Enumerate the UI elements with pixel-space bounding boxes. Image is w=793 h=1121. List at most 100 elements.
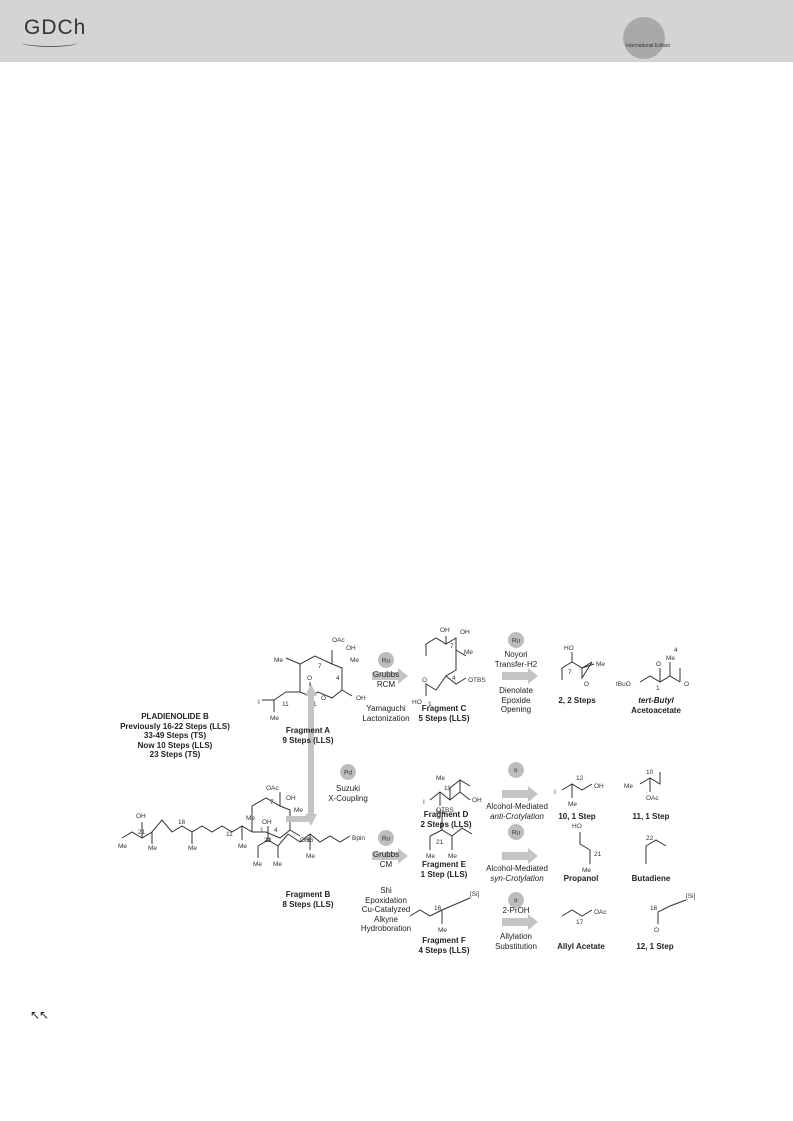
sm12-n16: 16 [650,905,658,912]
fa-oh: OH [346,645,356,652]
arrow-d-to-sm-shaft [502,790,528,798]
tb-o2: O [684,681,689,688]
catalyst-pd-label: Pd [344,770,352,777]
fa-me: Me [350,657,359,664]
sm-allyl-acetate-label: Allyl Acetate [557,942,605,951]
arrow-e-to-sm-shaft [502,852,528,860]
fc-o: O [422,677,427,684]
fc-me: Me [464,649,473,656]
fragment-e-label: Fragment E 1 Step (LLS) [414,860,474,879]
arrow-f-to-sm-shaft [502,918,528,926]
fragment-c-steps: 5 Steps (LLS) [418,713,470,723]
fc-oh2: OH [460,629,470,636]
step-shi-5: Hydroboration [360,924,412,933]
fd-me2: Me [436,775,445,782]
fe-me2: Me [448,853,457,860]
fc-n1: 1 [428,701,432,708]
target-prev-lls: Previously 16-22 Steps (LLS) [120,721,230,731]
step-yamaguchi: Yamaguchi Lactonization [358,704,414,723]
arrow-e-to-sm-head [528,848,538,864]
sm11-oac: OAc [646,795,659,802]
fe-me: Me [426,853,435,860]
fc-n7: 7 [450,643,454,650]
arrow-c-to-sm-head [528,668,538,684]
logo-swoosh [22,38,78,47]
disconnection-arrows [286,668,538,930]
fragment-d-name: Fragment D [423,810,469,819]
ff-si: [Si] [470,891,480,898]
catalyst-ru-1-label: Ru [382,658,391,665]
fc-n4: 4 [452,675,456,682]
catalyst-ru-4-label: Ru [512,830,521,837]
step-grubbs-rcm-2: RCM [376,679,396,689]
arrow-b-to-e-head [398,848,408,864]
tb-me: Me [666,655,675,662]
pb-oh3: OH [300,837,310,844]
step-allylation: Allylation Substitution [490,932,542,951]
step-grubbs-cm: Grubbs CM [362,850,410,869]
catalyst-ru-1: Ru [378,652,394,668]
arrow-a-to-c-shaft [372,672,398,680]
sm-10-structure: I OH Me 12 [554,775,604,808]
step-dienolate-1: Dienolate [499,686,533,695]
edition-badge-circle [623,17,665,59]
pb-me: Me [118,843,127,850]
fa-n1: 1 [313,701,317,708]
sm-11-structure: Me OAc 10 [624,769,661,802]
fragment-c-name: Fragment C [421,704,467,713]
sm-2-label: 2, 2 Steps [558,696,596,705]
target-now-ts: 23 Steps (TS) [149,750,201,759]
pb-oh: OH [136,813,146,820]
fc-ho: HO [412,699,422,706]
back-navigation-icon[interactable]: ↖↖ [30,1008,49,1022]
pb-me2: Me [148,845,157,852]
sm10-n12: 12 [576,775,584,782]
pb-n11: 11 [226,831,233,838]
ff-n16: 16 [434,905,442,912]
pb-n4: 4 [274,827,278,834]
step-dienolate-2: Epoxide [501,695,531,705]
sm-10-label: 10, 1 Step [558,812,596,821]
sm11-me: Me [624,783,633,790]
fragment-d-steps: 2 Steps (LLS) [420,819,472,829]
fragment-c-label: Fragment C 5 Steps (LLS) [414,704,474,723]
fragment-f-name: Fragment F [422,936,466,945]
fd-me: Me [436,809,445,816]
step-syn-crotyl-2: syn-Crotylation [490,873,544,883]
fa-oh2: OH [356,695,366,702]
fragment-d-structure: I Me OH Me 11 [423,775,482,816]
logo-text: GDCh [24,16,87,39]
vertical-arrow-head-up [305,684,317,696]
step-yamaguchi-1: Yamaguchi [366,704,406,713]
sm10-i: I [554,789,556,796]
step-grubbs-rcm-1: Grubbs [372,670,400,679]
fragment-d-label: Fragment D 2 Steps (LLS) [416,810,476,829]
step-shi-3: Cu-Catalyzed [361,905,411,914]
fb-me3: Me [306,853,315,860]
gdch-logo[interactable]: GDCh [22,16,87,47]
step-dienolate-3: Opening [500,705,532,714]
horizontal-bar [286,816,312,822]
pb-me6: Me [246,815,255,822]
catalyst-ru-2-label: Ru [382,836,391,843]
arrow-c-to-sm-shaft [502,672,528,680]
allyl-acetate-structure: OAc 17 [561,909,607,926]
sm11-n10: 10 [646,769,654,776]
prop-me: Me [582,867,591,874]
fd-n11: 11 [444,785,451,792]
fc-oh: OH [440,627,450,634]
sm-tbutyl-2: Acetoacetate [631,705,681,715]
step-yamaguchi-2: Lactonization [362,713,410,723]
fb-n16: 16 [306,837,314,844]
tb-n1: 1 [656,685,660,692]
step-grubbs-cm-1: Grubbs [372,850,400,859]
arrow-b-to-e-shaft [372,852,398,860]
fe-otbs: OTBS [436,807,454,814]
step-2-proh: 2-PrOH [502,906,530,915]
step-noyori-2: Transfer-H2 [494,659,538,669]
fragment-f-label: Fragment F 4 Steps (LLS) [414,936,474,955]
fragment-f-structure: [Si] Me 16 [409,891,480,934]
pb-n7: 7 [270,799,274,806]
sm-12-structure: [Si] O 16 [650,893,696,934]
catalyst-ru-3-label: Ru [512,638,521,645]
